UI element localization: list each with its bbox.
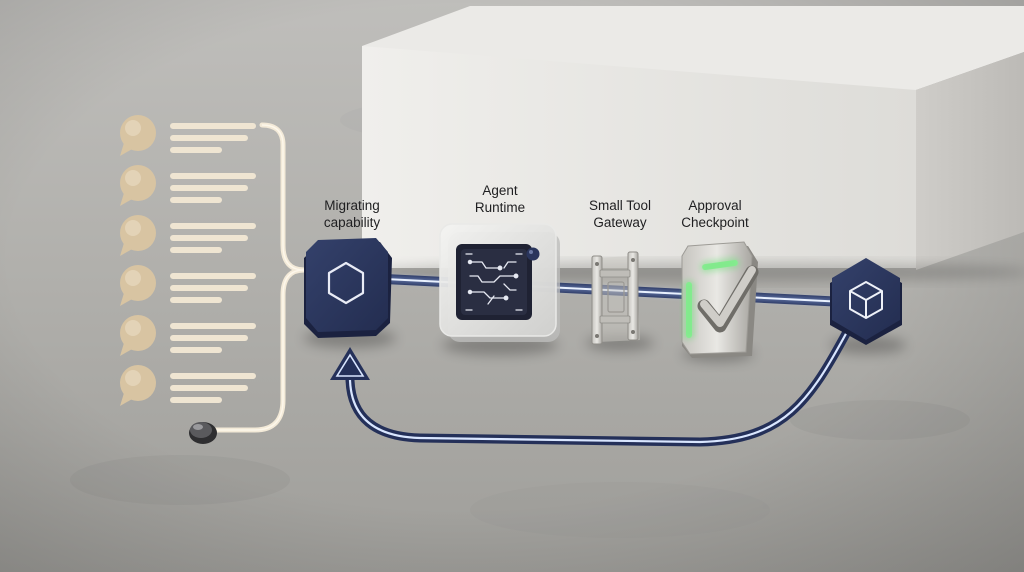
label-agent-runtime-line2: Runtime — [474, 200, 526, 215]
label-agent-runtime-line1: Agent — [482, 183, 518, 198]
label-tool-gateway-line2: Gateway — [593, 215, 647, 230]
stack-item-4 — [120, 265, 256, 306]
stack-item-2 — [120, 165, 256, 206]
stack-item-6 — [120, 365, 256, 406]
stack-item-5 — [120, 315, 256, 356]
background-block — [362, 6, 1024, 282]
label-small-tool-gateway: Small Tool Gateway — [545, 197, 695, 231]
source-hexagon-block — [304, 238, 392, 338]
label-migrating-line1: Migrating — [324, 198, 380, 213]
approval-checkpoint-block — [681, 241, 759, 358]
label-approval-line1: Approval — [688, 198, 742, 213]
agent-runtime-block — [439, 223, 560, 342]
circuit-chip-icon — [465, 253, 523, 311]
bracket-end-knob — [189, 422, 217, 444]
destination-cube-block — [830, 258, 902, 345]
cube-icon — [849, 281, 883, 319]
label-migrating-capability: Migrating capability — [277, 197, 427, 231]
label-migrating-line2: capability — [323, 215, 381, 230]
return-loop-track — [330, 325, 853, 447]
tool-gateway-block — [591, 251, 640, 345]
label-agent-runtime: Agent Runtime — [425, 182, 575, 216]
stack-item-1 — [120, 115, 256, 156]
hexagon-icon — [327, 261, 365, 305]
capability-stack — [120, 115, 256, 406]
label-tool-gateway-line1: Small Tool — [588, 198, 652, 213]
stack-item-3 — [120, 215, 256, 256]
label-approval-line2: Checkpoint — [681, 215, 749, 230]
label-approval-checkpoint: Approval Checkpoint — [640, 197, 790, 231]
checkmark-icon — [697, 265, 759, 333]
gateway-clamp-icon — [591, 251, 640, 345]
